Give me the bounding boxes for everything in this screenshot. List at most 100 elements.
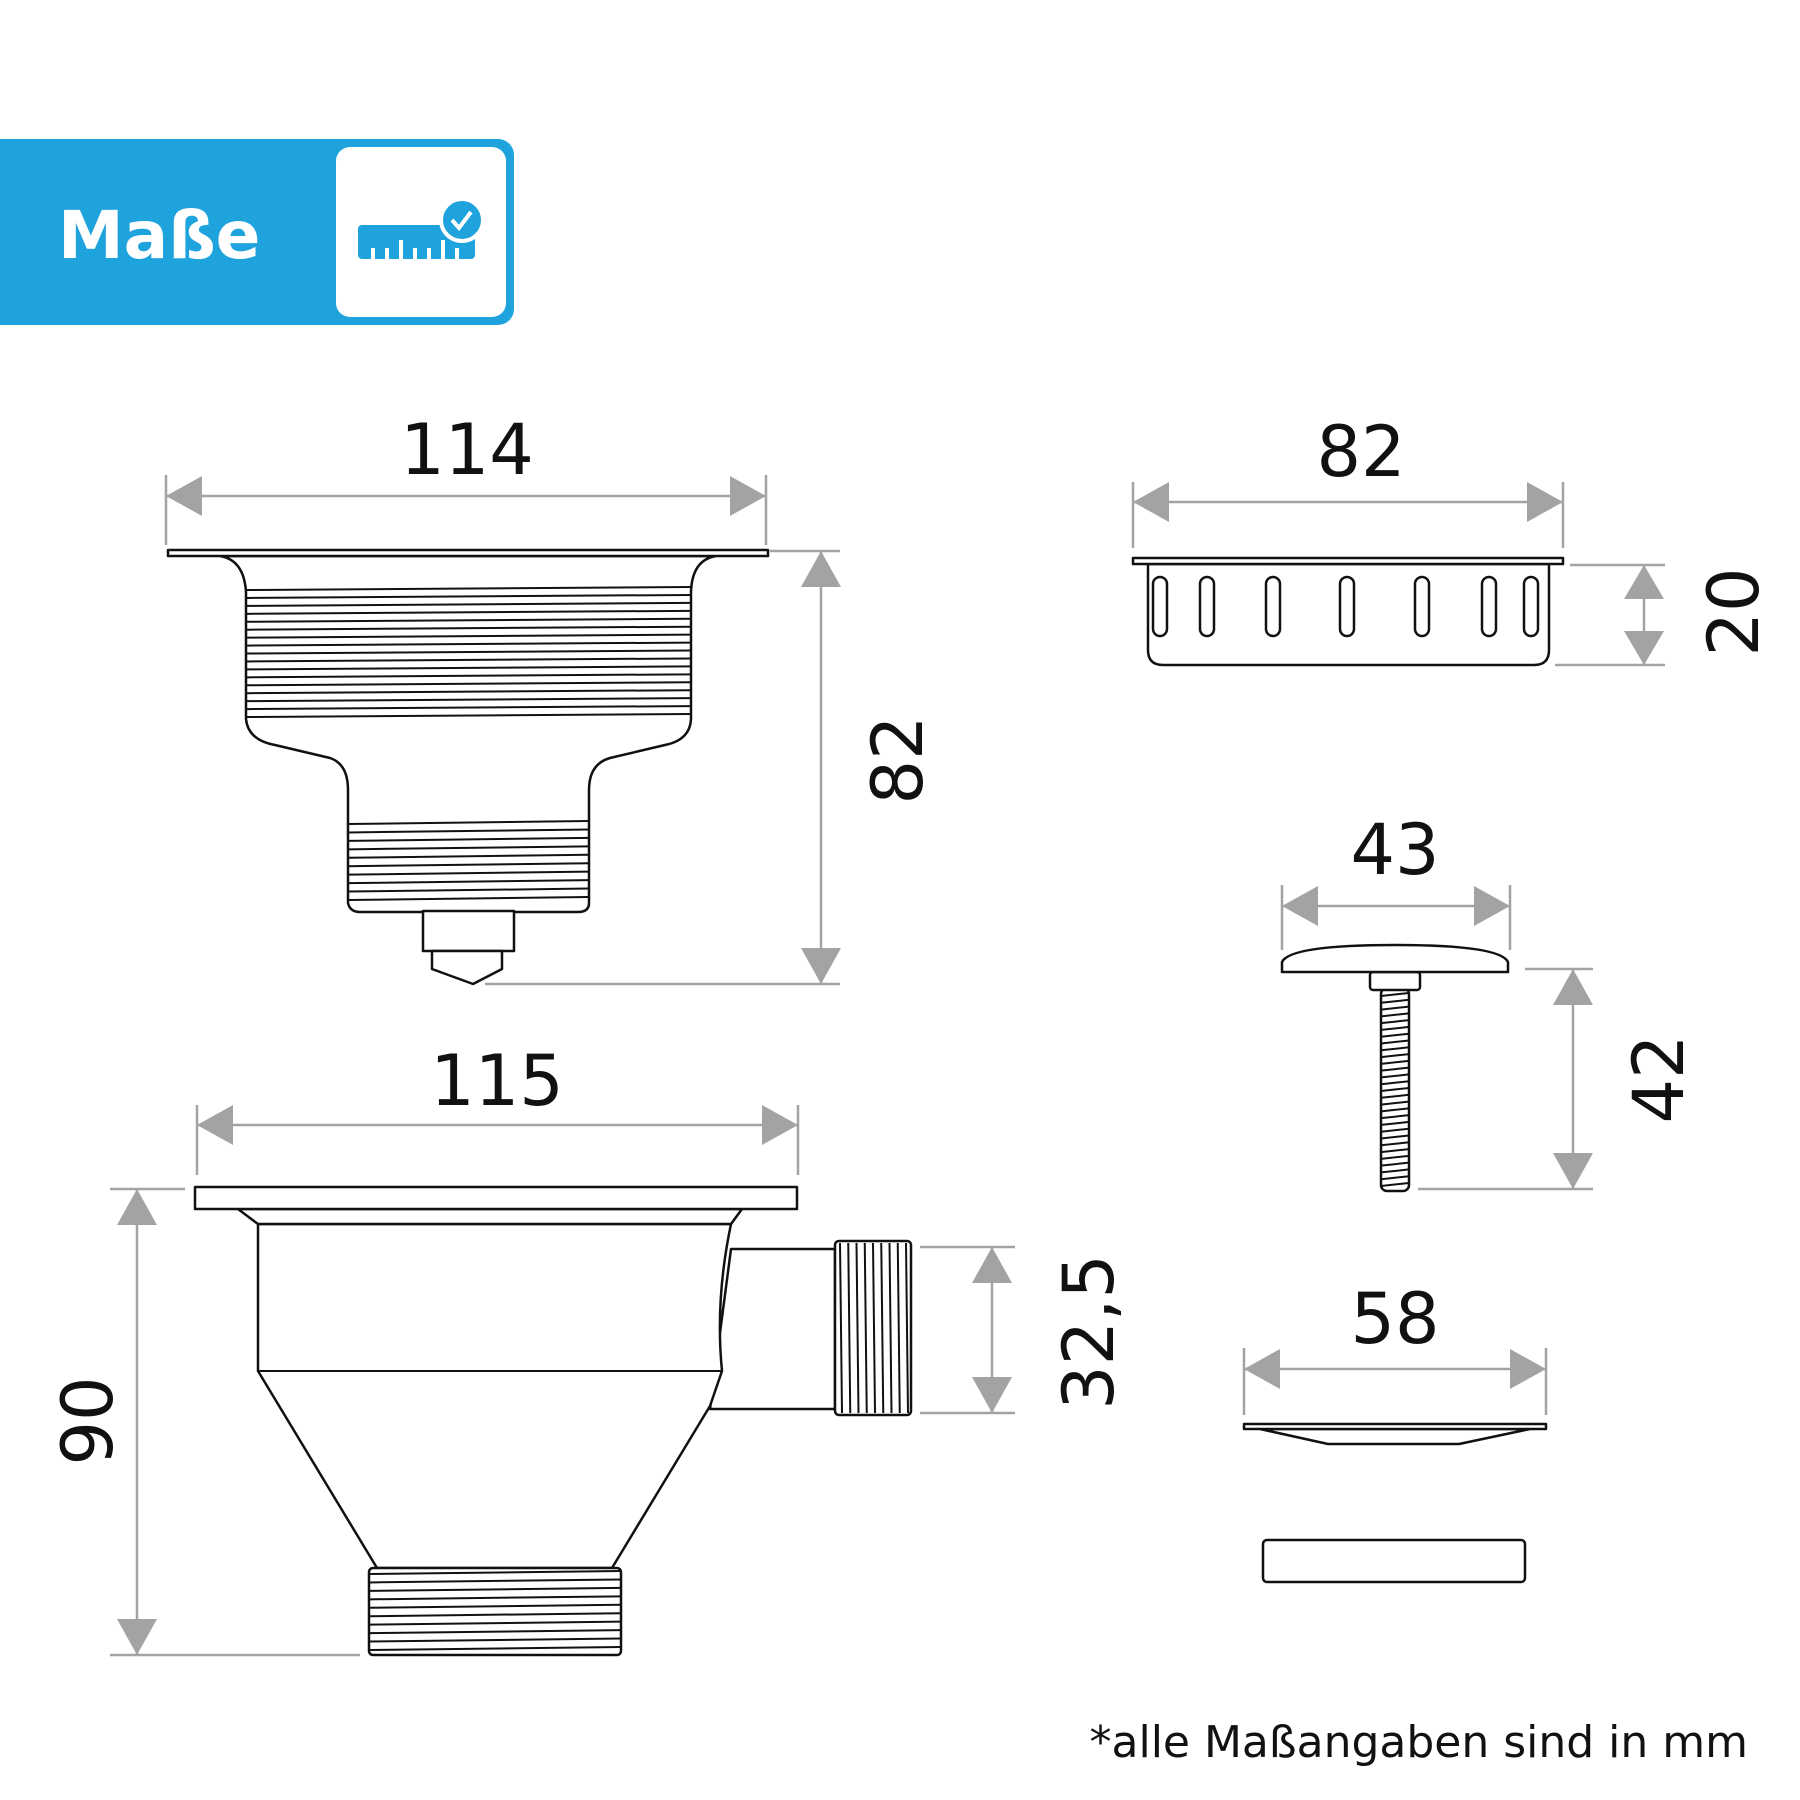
thread-line [1380, 1005, 1410, 1011]
thread-line [905, 1242, 909, 1414]
basket-slot [1198, 575, 1216, 638]
thread-line [1380, 1120, 1410, 1126]
thread-line [347, 845, 590, 851]
thread-line [1380, 1114, 1410, 1120]
thread-line [368, 1646, 622, 1651]
footnote: *alle Maßangaben sind in mm [1090, 1717, 1749, 1768]
dimension-label: 82 [857, 715, 939, 804]
thread-line [839, 1242, 843, 1414]
thread-line [1380, 1053, 1410, 1059]
thread-lines [368, 1570, 622, 1651]
thread-lines [347, 820, 590, 901]
thread-line [1380, 1093, 1410, 1099]
dimension-label: 114 [400, 409, 534, 491]
thread-line [245, 617, 692, 623]
thread-line [245, 593, 692, 599]
thread-line [347, 862, 590, 868]
header-title: Maße [58, 197, 260, 274]
thread-line [1380, 1107, 1410, 1113]
thread-line [1380, 1161, 1410, 1167]
thread-line [1380, 1025, 1410, 1031]
thread-line [1380, 1134, 1410, 1140]
thread-lines [1380, 992, 1410, 1187]
dimension-outlet-diameter: 32,5 [920, 1245, 1130, 1415]
dimension-drain-width: 115 [195, 1040, 800, 1175]
thread-line [863, 1242, 868, 1414]
basket-slot [1522, 575, 1540, 638]
thread-line [1380, 1154, 1410, 1160]
thread-line [347, 896, 590, 901]
thread-line [1380, 1127, 1410, 1133]
ruler-check-icon [358, 197, 485, 259]
thread-lines [839, 1242, 909, 1414]
thread-line [368, 1612, 622, 1618]
thread-line [245, 713, 692, 718]
thread-line [245, 681, 692, 687]
thread-line [347, 879, 590, 885]
thread-line [245, 705, 692, 711]
thread-line [1380, 1073, 1410, 1079]
basket-slot [1151, 575, 1169, 638]
thread-line [1380, 1012, 1410, 1018]
thread-line [880, 1242, 885, 1414]
dimension-stopper-height: 42 [1418, 967, 1700, 1191]
thread-line [347, 853, 590, 859]
strainer-basket-drawing [166, 548, 770, 986]
thread-line [347, 887, 590, 893]
dimension-label: 42 [1618, 1034, 1700, 1123]
thread-line [1380, 1080, 1410, 1086]
basket-slots [1151, 575, 1540, 638]
thread-line [368, 1595, 622, 1601]
thread-line [245, 697, 692, 703]
dimension-basket-height: 20 [1555, 563, 1775, 667]
dimension-basket-width: 82 [1131, 411, 1565, 548]
basket-slot [1264, 575, 1282, 638]
dimension-strainer-width: 114 [164, 409, 768, 545]
thread-line [1380, 1032, 1410, 1038]
thread-line [1380, 1019, 1410, 1025]
thread-line [368, 1629, 622, 1635]
thread-line [245, 649, 692, 655]
dimension-drain-height: 90 [47, 1187, 360, 1657]
thread-line [245, 657, 692, 663]
thread-line [855, 1242, 860, 1414]
thread-line [245, 601, 692, 607]
thread-line [245, 673, 692, 679]
thread-line [1380, 992, 1410, 997]
thread-line [245, 689, 692, 695]
dimension-label: 20 [1693, 567, 1775, 656]
thread-line [245, 586, 692, 591]
thread-line [245, 641, 692, 647]
thread-line [1380, 1059, 1410, 1065]
thread-line [245, 609, 692, 615]
thread-line [888, 1242, 893, 1414]
basket-slot [1480, 575, 1498, 638]
dimension-label: 43 [1350, 809, 1439, 891]
thread-line [1380, 1182, 1410, 1187]
thread-line [245, 665, 692, 671]
thread-line [368, 1603, 622, 1609]
dimension-strainer-height: 82 [485, 549, 939, 986]
basket-slot [1338, 575, 1356, 638]
thread-line [368, 1586, 622, 1592]
dimension-label: 90 [47, 1376, 129, 1465]
thread-line [245, 633, 692, 639]
header-banner: Maße [0, 139, 514, 325]
thread-line [368, 1637, 622, 1643]
dimension-label: 32,5 [1048, 1254, 1130, 1410]
thread-line [1380, 1066, 1410, 1072]
thread-line [896, 1242, 901, 1414]
basket-slot [1413, 575, 1431, 638]
dimension-cover-width: 58 [1242, 1278, 1548, 1415]
thread-line [347, 828, 590, 834]
thread-lines [245, 586, 692, 718]
thread-line [245, 625, 692, 631]
drain-body-drawing [193, 1185, 913, 1657]
thread-line [847, 1242, 852, 1414]
dimension-label: 58 [1350, 1278, 1439, 1360]
thread-line [368, 1620, 622, 1626]
thread-line [347, 836, 590, 842]
thread-line [872, 1242, 876, 1414]
cover-plate-side [1261, 1538, 1527, 1584]
